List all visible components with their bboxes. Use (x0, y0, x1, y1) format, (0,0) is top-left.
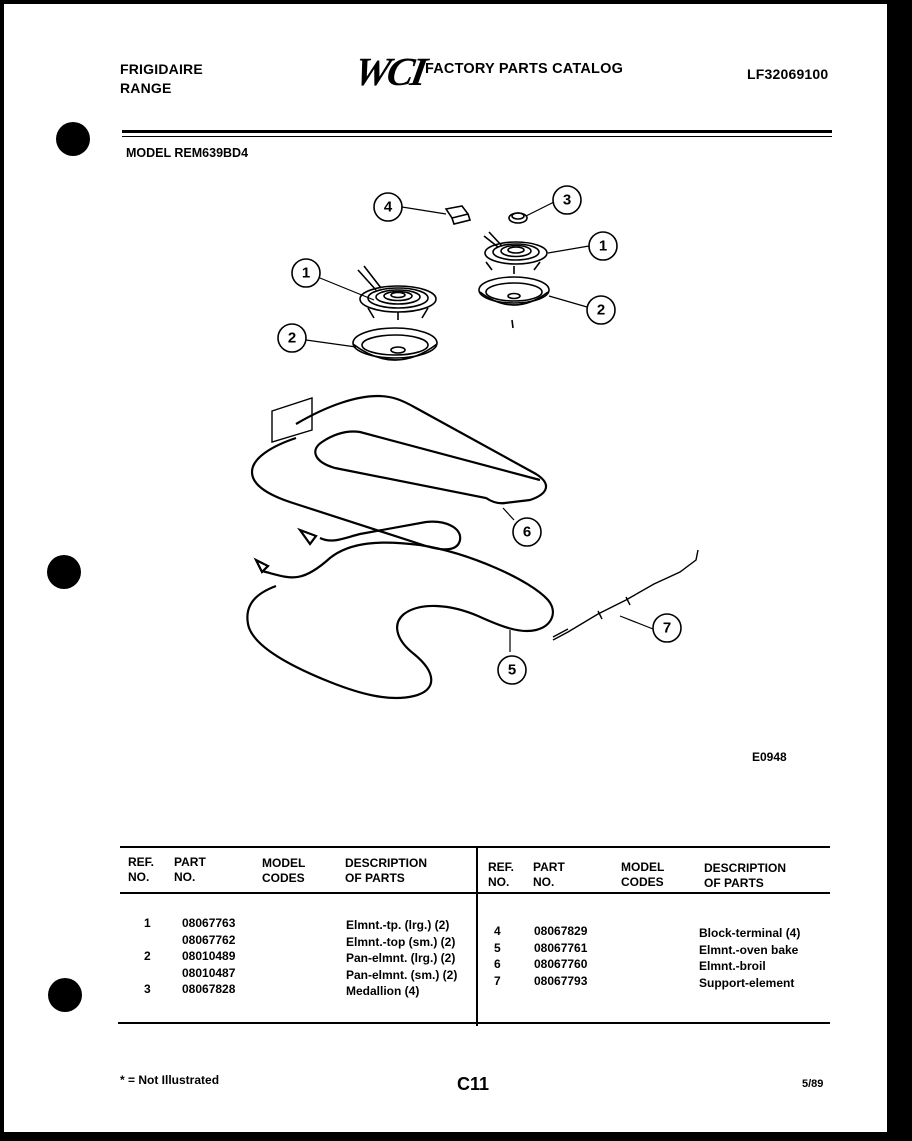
brand-name: FRIGIDAIRE (120, 61, 203, 77)
table-row: 08010487 (182, 965, 236, 980)
callout-label-5: 5 (508, 662, 516, 679)
callout-label-1-left: 1 (302, 265, 310, 282)
leader-lines (305, 201, 654, 652)
table-row: 08067762 (182, 932, 236, 947)
table-row: 08067763 (182, 916, 236, 930)
catalog-number: LF32069100 (747, 66, 829, 82)
binder-hole-bottom (48, 978, 82, 1012)
terminal-block (444, 205, 472, 225)
callout-circles (277, 185, 682, 685)
left-col-desc: Elmnt.-tp. (lrg.) (2)Elmnt.-top (sm.) (2… (346, 918, 458, 998)
table-row: 08067793 (534, 973, 588, 988)
left-col-ref: 1 2 3 (144, 916, 151, 996)
medallion (508, 212, 528, 224)
callout-label-7: 7 (663, 620, 671, 637)
left-header-ref: REF.NO. (128, 855, 155, 884)
right-header-ref: REF.NO. (488, 860, 515, 889)
callout-label-1-right: 1 (599, 238, 607, 255)
table-column-divider (476, 848, 478, 1026)
table-row: 08067828 (182, 982, 236, 996)
table-header-rule (120, 892, 830, 894)
surface-element-small-right (483, 231, 548, 274)
binder-hole-top (56, 122, 90, 156)
table-row: 08067760 (534, 957, 588, 971)
product-name: RANGE (120, 80, 172, 96)
broil-element (250, 394, 547, 551)
table-bottom-rule (118, 1022, 830, 1024)
support-element (552, 549, 699, 641)
drip-pan-small-right (478, 276, 550, 329)
page-code: C11 (457, 1074, 490, 1094)
callout-label-4: 4 (384, 199, 393, 216)
callout-label-3: 3 (563, 192, 571, 209)
not-illustrated-note: * = Not Illustrated (120, 1073, 220, 1087)
callout-label-2-right: 2 (597, 302, 605, 319)
table-row: 08067761 (534, 940, 588, 955)
left-col-part: 08067763 08067762 08010489 08010487 08067828 (182, 915, 235, 998)
table-row: 08067829 (534, 924, 588, 938)
header-rule-thick (122, 130, 832, 133)
surface-element-large-left (357, 265, 437, 320)
table-row: 08010489 (182, 949, 236, 963)
table-top-rule (120, 846, 830, 848)
catalog-title: FACTORY PARTS CATALOG (425, 61, 624, 77)
model-line: MODEL REM639BD4 (126, 146, 249, 160)
figure-code: E0948 (752, 750, 787, 764)
right-col-part: 08067829 08067761 08067760 08067793 (534, 923, 587, 989)
bake-element (246, 527, 554, 700)
catalog-page (4, 4, 887, 1132)
binder-hole-middle (47, 555, 81, 589)
header-rule-thin (122, 136, 832, 137)
callout-label-6: 6 (523, 524, 531, 541)
drip-pan-large-left (352, 327, 438, 361)
revision-date: 5/89 (802, 1078, 824, 1090)
callout-label-2-left: 2 (288, 330, 296, 347)
